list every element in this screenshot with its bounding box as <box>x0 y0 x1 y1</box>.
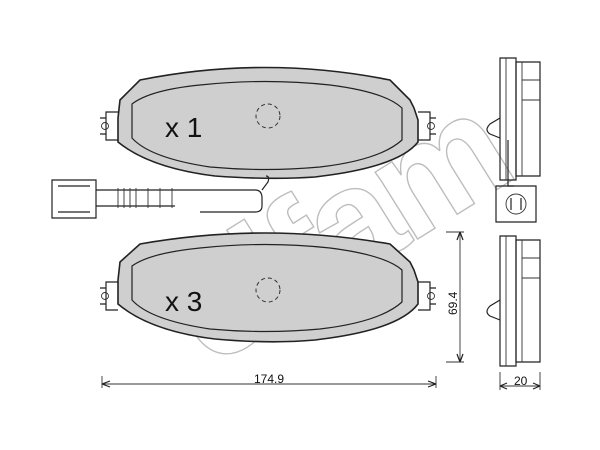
side-top-connector <box>495 185 537 223</box>
side-top-connector-socket <box>505 193 527 215</box>
top-pad-left-clip <box>100 111 118 141</box>
height-dimension: 69.4 <box>446 231 464 363</box>
top-pad-left-clip-hole <box>101 122 109 130</box>
bottom-pad-right-clip <box>418 281 436 311</box>
wear-sensor-cable-lower <box>96 175 270 207</box>
top-pad-right-clip-hole <box>427 122 435 130</box>
bottom-pad-left-clip <box>100 281 118 311</box>
bottom-brake-pad: x 3 <box>100 232 436 343</box>
height-dimension-arrows <box>456 231 464 363</box>
top-pad-backing-plate <box>117 66 419 180</box>
thickness-dimension-arrows <box>499 382 541 390</box>
width-dimension-label: 174.9 <box>254 372 284 386</box>
side-bottom-spring-clip <box>486 299 501 321</box>
side-view-bottom <box>486 235 541 367</box>
width-dimension-line <box>101 376 437 388</box>
thickness-dimension-label: 20 <box>514 374 528 388</box>
side-top-shim <box>505 58 540 180</box>
side-top-friction <box>515 61 541 177</box>
thickness-dimension-line <box>499 372 541 390</box>
top-brake-pad: x 1 <box>100 66 436 180</box>
bottom-pad-locating-circle <box>255 277 281 303</box>
bottom-pad-quantity: x 3 <box>165 286 202 317</box>
top-pad-friction-material <box>131 80 403 171</box>
side-top-connector-pins <box>510 198 522 210</box>
bottom-pad-backing-plate <box>117 232 419 343</box>
side-view-top <box>486 57 541 223</box>
side-bottom-friction <box>515 239 541 363</box>
top-pad-right-clip <box>418 111 436 141</box>
wear-sensor-connector <box>51 179 97 219</box>
bottom-pad-right-clip-hole <box>427 292 435 300</box>
height-dimension-line <box>446 231 464 363</box>
top-pad-locating-circle <box>255 103 281 129</box>
top-pad-quantity: x 1 <box>165 112 202 143</box>
wear-sensor <box>51 175 270 219</box>
thickness-dimension: 20 <box>499 372 541 390</box>
side-bottom-shim <box>505 236 540 366</box>
width-dimension: 174.9 <box>101 372 437 388</box>
side-bottom-backing-plate <box>499 235 517 367</box>
side-top-backing-plate <box>499 57 517 181</box>
side-top-spring-clip <box>486 117 501 139</box>
height-dimension-label: 69.4 <box>446 291 460 315</box>
width-dimension-arrows <box>101 380 437 388</box>
bottom-pad-left-clip-hole <box>101 292 109 300</box>
wear-sensor-ribs <box>117 188 173 208</box>
wear-sensor-cable <box>96 189 263 213</box>
bottom-pad-friction-material <box>131 243 403 333</box>
